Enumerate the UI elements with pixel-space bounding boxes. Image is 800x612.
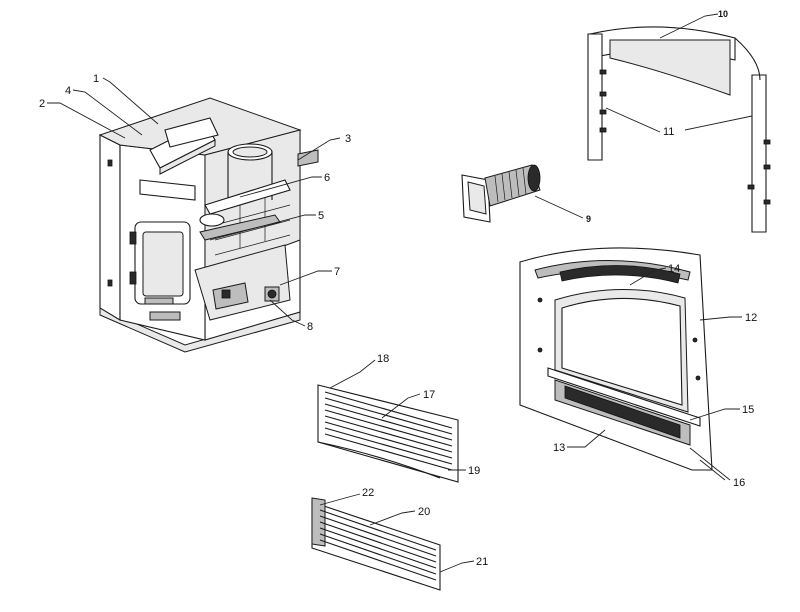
callout-11: 11 bbox=[663, 126, 674, 138]
arched-frame bbox=[587, 26, 771, 233]
callout-18: 18 bbox=[377, 353, 389, 365]
callout-labels: 1 2 3 4 5 6 7 8 9 10 11 12 13 14 15 16 1… bbox=[39, 9, 757, 568]
callout-22: 22 bbox=[362, 487, 374, 499]
louver-panel-lower bbox=[311, 497, 441, 591]
callout-1: 1 bbox=[93, 73, 99, 85]
callout-3: 3 bbox=[345, 133, 351, 145]
callout-20: 20 bbox=[418, 506, 430, 518]
callout-19: 19 bbox=[468, 465, 480, 477]
callout-4: 4 bbox=[65, 85, 71, 97]
callout-16: 16 bbox=[733, 477, 745, 489]
callout-12: 12 bbox=[745, 312, 757, 324]
callout-5: 5 bbox=[318, 210, 324, 222]
callout-2: 2 bbox=[39, 98, 45, 110]
vent-tube bbox=[461, 164, 541, 223]
callout-17: 17 bbox=[423, 389, 435, 401]
stove-body bbox=[98, 97, 319, 353]
callout-6: 6 bbox=[324, 172, 330, 184]
callout-10: 10 bbox=[718, 9, 728, 19]
front-faceplate bbox=[519, 247, 713, 471]
callout-7: 7 bbox=[334, 266, 340, 278]
callout-21: 21 bbox=[476, 556, 488, 568]
frame-left-leg bbox=[587, 33, 603, 161]
callout-9: 9 bbox=[586, 214, 591, 224]
callout-13: 13 bbox=[553, 442, 565, 454]
frame-right-leg bbox=[751, 74, 767, 233]
leader-lines bbox=[47, 13, 753, 573]
callout-14: 14 bbox=[668, 263, 680, 275]
callout-15: 15 bbox=[742, 404, 754, 416]
louver-panel-upper bbox=[317, 384, 459, 483]
callout-8: 8 bbox=[307, 321, 313, 333]
